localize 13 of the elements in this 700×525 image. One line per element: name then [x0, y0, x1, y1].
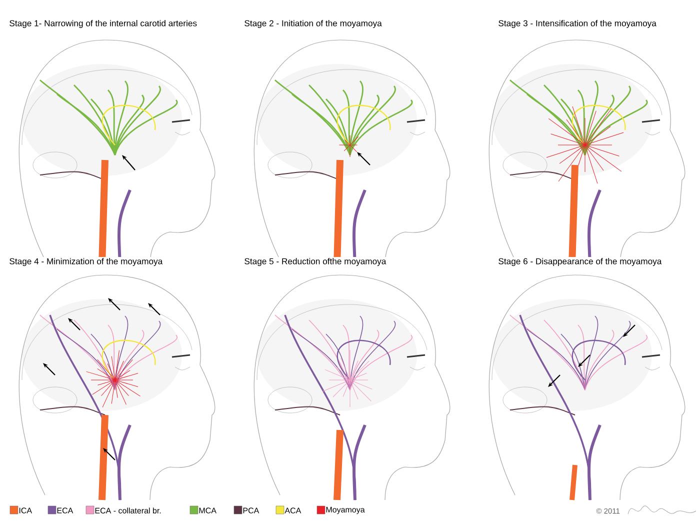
legend-label: ACA: [284, 508, 302, 514]
stage-title: Stage 6 - Disappearance of the moyamoya: [497, 257, 663, 267]
stage-title: Stage 5 - Reduction ofthe moyamoya: [243, 257, 388, 267]
stage-title: Stage 4 - Minimization of the moyamoya: [8, 257, 164, 267]
stage-title: Stage 3 - Intensification of the moyamoya: [497, 19, 658, 29]
stage-title: Stage 2 - Initiation of the moyamoya: [243, 19, 383, 29]
legend-label: PCA: [243, 508, 260, 514]
legend-label: MCA: [199, 508, 216, 514]
legend-label: Moyamoya: [326, 506, 365, 514]
legend-label: ECA: [57, 508, 74, 514]
legend-label: ICA: [19, 508, 32, 514]
stage-title: Stage 1- Narrowing of the internal carotid arteries: [8, 19, 198, 29]
legend-label: ECA - collateral br.: [95, 508, 161, 514]
